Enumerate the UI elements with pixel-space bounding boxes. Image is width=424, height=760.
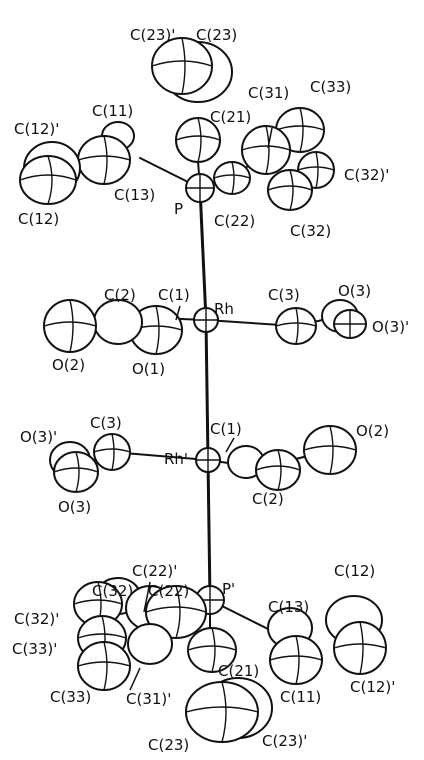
atom-c33-bot [77, 641, 131, 691]
label-pp: P' [222, 580, 235, 598]
label-o1-top: O(1) [132, 360, 165, 378]
label-c21-bot: C(21) [218, 662, 259, 680]
atom-c21-top [175, 117, 221, 163]
label-rhp: Rh' [164, 450, 188, 468]
atom-rh [193, 307, 219, 333]
label-c22-top: C(22) [214, 212, 255, 230]
atom-c2-bot [255, 449, 301, 491]
label-c12-top: C(12) [18, 210, 59, 228]
label-c32-bot: C(32) [92, 582, 133, 600]
atom-o2-top [43, 299, 97, 353]
arrow-c31-top [267, 127, 273, 149]
atom-c21-bot [187, 627, 237, 673]
label-c23-bot: C(23) [148, 736, 189, 754]
atom-c13-top [77, 135, 131, 185]
label-c22p-bot: C(22)' [132, 562, 177, 580]
label-o3-bot: O(3) [58, 498, 91, 516]
atom-c2-top [93, 299, 143, 345]
atom-c3-top [275, 307, 317, 345]
bond-rhp-pp [206, 458, 212, 602]
label-c3-bot: C(3) [90, 414, 122, 432]
label-c12p-bot: C(12)' [350, 678, 395, 696]
label-c23p-top: C(23)' [130, 26, 175, 44]
label-o3p-bot: O(3)' [20, 428, 57, 446]
label-p-top: P [174, 200, 183, 218]
label-c2-top: C(2) [104, 286, 136, 304]
label-c31-top: C(31) [248, 84, 289, 102]
label-c11-bot: C(11) [280, 688, 321, 706]
atom-c22-top [213, 161, 251, 195]
arrow-c22p-bot [143, 581, 151, 613]
arrow-c1-bot [225, 437, 235, 453]
atom-c1-top [129, 305, 183, 355]
atom-c32-top [267, 169, 313, 211]
atom-c12-bot [325, 595, 387, 675]
label-c1-top: C(1) [158, 286, 190, 304]
label-c23-top: C(23) [196, 26, 237, 44]
label-c32p-bot: C(32)' [14, 610, 59, 628]
label-c13-bot: C(13) [268, 598, 309, 616]
label-o3p-top: O(3)' [372, 318, 409, 336]
label-c33-top: C(33) [310, 78, 351, 96]
bond-rh-rh [204, 318, 210, 462]
label-c13-top: C(13) [114, 186, 155, 204]
atom-p-top [185, 173, 215, 203]
label-c12-bot: C(12) [334, 562, 375, 580]
label-rh: Rh [214, 300, 234, 318]
atom-rhp [195, 447, 221, 473]
atom-c11-bot [269, 635, 323, 685]
label-c22-bot: C(22) [148, 582, 189, 600]
label-c23p-bot: C(23)' [262, 732, 307, 750]
label-c3-top: C(3) [268, 286, 300, 304]
atom-c31-top [241, 125, 291, 175]
label-c32p-top: C(32)' [344, 166, 389, 184]
label-c12p-top: C(12)' [14, 120, 59, 138]
label-c32-top: C(32) [290, 222, 331, 240]
label-c2-bot: C(2) [252, 490, 284, 508]
label-c1-bot: C(1) [210, 420, 242, 438]
atom-c22-bot [145, 585, 207, 639]
atom-o3-bot [49, 441, 99, 493]
atom-c3-bot [93, 433, 131, 471]
label-o3-top: O(3) [338, 282, 371, 300]
label-o2-top: O(2) [52, 356, 85, 374]
atom-c12-top [19, 141, 81, 205]
label-c33p-bot: C(33)' [12, 640, 57, 658]
bond-p-rh [198, 186, 208, 322]
label-c11-top: C(11) [92, 102, 133, 120]
label-c31p-bot: C(31)' [126, 690, 171, 708]
arrow-c1-top [175, 305, 181, 321]
label-c33-bot: C(33) [50, 688, 91, 706]
arrow-c31p-bot [129, 667, 141, 691]
atom-c23-top [151, 37, 233, 103]
atom-o2-bot [303, 425, 357, 475]
label-o2-bot: O(2) [356, 422, 389, 440]
label-c21-top: C(21) [210, 108, 251, 126]
atom-c31p-bot [127, 623, 173, 665]
atom-c23-bot [185, 677, 273, 743]
atom-o3-top [321, 299, 367, 339]
